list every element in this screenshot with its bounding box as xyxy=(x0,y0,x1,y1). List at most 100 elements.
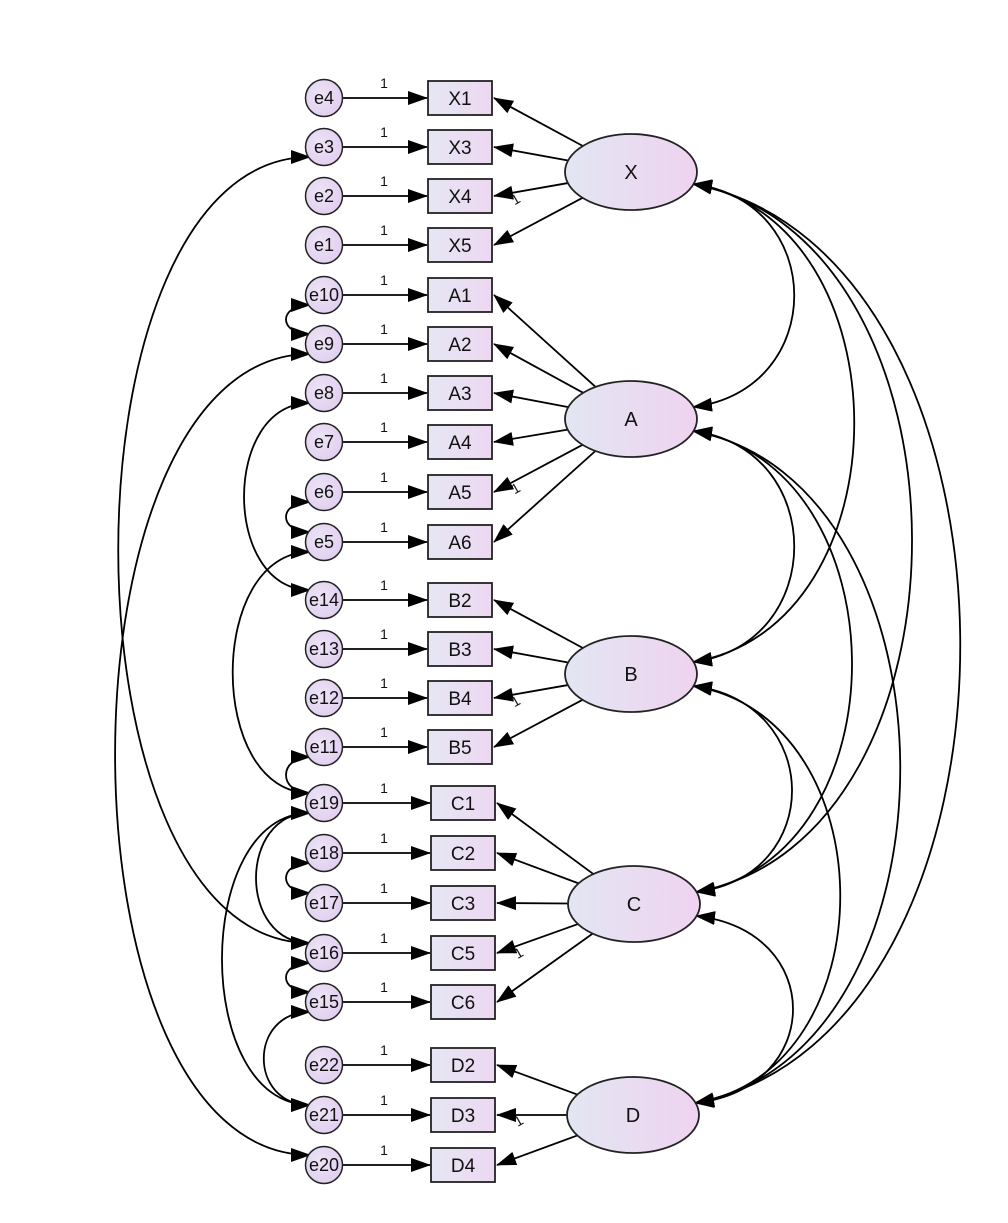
loading-path-A1 xyxy=(493,294,597,388)
error-covariance-e18-e17 xyxy=(285,856,311,900)
error-covariance-e10-e9 xyxy=(285,298,311,341)
error-covariance-e19-e21 xyxy=(221,806,311,1112)
indicator-label: A5 xyxy=(448,483,471,504)
latent-node-C xyxy=(567,865,701,943)
error-weight-label: 1 xyxy=(380,370,388,386)
loading-path-B3 xyxy=(493,645,569,664)
loading-path-X1 xyxy=(493,97,584,147)
error-label: e8 xyxy=(314,383,334,403)
indicator-label: X3 xyxy=(448,138,471,159)
error-node-e20 xyxy=(304,1145,344,1185)
error-weight-label: 1 xyxy=(380,519,388,535)
error-weight-label: 1 xyxy=(380,469,388,485)
error-covariance-e15-e21 xyxy=(263,1005,311,1112)
indicator-node-X1 xyxy=(427,80,493,116)
indicator-node-A2 xyxy=(427,326,493,362)
error-label: e16 xyxy=(309,943,339,963)
error-covariance-e3-e16 xyxy=(117,150,311,950)
error-covariance-e11-e19 xyxy=(285,750,311,800)
error-covariance-e6-e5 xyxy=(285,495,311,539)
fixed-loading-label: 1 xyxy=(508,190,523,208)
error-node-e15 xyxy=(304,982,344,1022)
error-weight-label: 1 xyxy=(380,830,388,846)
indicator-node-X4 xyxy=(427,178,493,214)
indicator-node-C2 xyxy=(430,835,496,871)
indicator-node-B2 xyxy=(427,582,493,618)
loading-path-X3 xyxy=(493,143,569,162)
indicator-node-D4 xyxy=(430,1147,496,1183)
error-label: e10 xyxy=(309,285,339,305)
error-node-e4 xyxy=(304,78,344,118)
latent-node-A xyxy=(564,380,698,458)
error-node-e9 xyxy=(304,324,344,364)
loading-path-X4 xyxy=(493,182,569,200)
error-label: e12 xyxy=(309,688,339,708)
error-node-e12 xyxy=(304,678,344,718)
error-weight-label: 1 xyxy=(380,930,388,946)
error-label: e17 xyxy=(309,893,339,913)
indicator-label: C1 xyxy=(451,794,475,815)
latent-covariance-B-C xyxy=(692,681,793,897)
error-label: e21 xyxy=(309,1105,339,1125)
error-covariance-e19-e16 xyxy=(255,806,311,950)
latent-node-B xyxy=(564,635,698,713)
error-covariance-e9-e20 xyxy=(114,347,311,1162)
error-label: e20 xyxy=(309,1155,339,1175)
error-label: e7 xyxy=(314,432,334,452)
error-label: e4 xyxy=(314,88,334,108)
error-weight-label: 1 xyxy=(380,222,388,238)
indicator-node-B5 xyxy=(427,729,493,765)
indicator-node-B4 xyxy=(427,680,493,716)
error-weight-label: 1 xyxy=(380,75,388,91)
loading-path-B5 xyxy=(493,699,583,748)
error-label: e1 xyxy=(314,235,334,255)
error-node-e5 xyxy=(304,522,344,562)
indicator-label: X1 xyxy=(448,89,471,110)
indicator-label: B4 xyxy=(448,689,472,710)
error-label: e18 xyxy=(309,843,339,863)
error-weight-label: 1 xyxy=(380,880,388,896)
loading-path-X5 xyxy=(493,197,583,246)
error-label: e22 xyxy=(309,1055,339,1075)
fixed-loading-label: 1 xyxy=(511,944,526,962)
error-label: e3 xyxy=(314,137,334,157)
error-weight-label: 1 xyxy=(380,780,388,796)
latent-label: A xyxy=(624,409,638,431)
loading-path-D2 xyxy=(496,1064,578,1096)
indicator-node-A5 xyxy=(427,474,493,510)
error-weight-label: 1 xyxy=(380,173,388,189)
error-node-e14 xyxy=(304,580,344,620)
loading-path-D4 xyxy=(496,1134,578,1166)
indicator-label: A6 xyxy=(448,533,471,554)
error-weight-label: 1 xyxy=(380,124,388,140)
indicator-node-X5 xyxy=(427,227,493,263)
indicator-label: A4 xyxy=(448,433,472,454)
latent-covariance-A-D xyxy=(692,427,902,1107)
error-covariance-e8-e14 xyxy=(243,396,311,597)
loading-path-A5 xyxy=(493,444,583,493)
error-node-e16 xyxy=(304,933,344,973)
error-label: e11 xyxy=(310,737,339,757)
error-node-e19 xyxy=(304,783,344,823)
indicator-label: D3 xyxy=(451,1106,475,1127)
indicator-node-C1 xyxy=(430,785,496,821)
indicator-node-X3 xyxy=(427,129,493,165)
error-weight-label: 1 xyxy=(380,1142,388,1158)
indicator-label: B2 xyxy=(448,591,471,612)
error-weight-label: 1 xyxy=(380,321,388,337)
error-label: e14 xyxy=(309,590,339,610)
latent-label: D xyxy=(626,1105,640,1127)
indicator-node-A4 xyxy=(427,424,493,460)
latent-covariance-C-D xyxy=(694,911,794,1108)
error-label: e5 xyxy=(314,532,334,552)
fixed-loading-label: 1 xyxy=(508,479,523,497)
error-label: e15 xyxy=(309,992,339,1012)
error-node-e1 xyxy=(304,225,344,265)
indicator-node-B3 xyxy=(427,631,493,667)
error-weight-label: 1 xyxy=(380,272,388,288)
loading-path-B2 xyxy=(493,599,584,649)
latent-node-D xyxy=(566,1076,700,1154)
error-node-e22 xyxy=(304,1045,344,1085)
error-node-e21 xyxy=(304,1095,344,1135)
latent-covariance-A-C xyxy=(692,427,853,896)
